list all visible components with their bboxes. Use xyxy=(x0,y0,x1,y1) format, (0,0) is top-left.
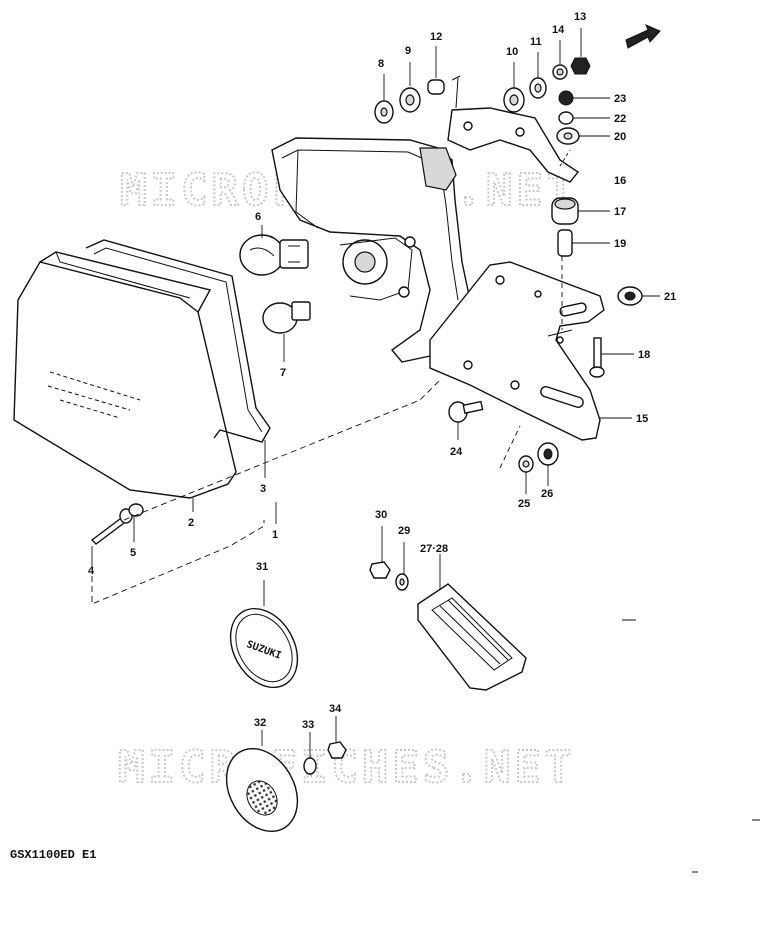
label-22: 22 xyxy=(614,113,626,125)
label-27-28: 27·28 xyxy=(420,543,448,555)
round-reflector-32 xyxy=(225,747,299,833)
washer-5 xyxy=(128,503,144,517)
label-2: 2 xyxy=(188,517,194,529)
nut-30 xyxy=(369,561,391,579)
leader-lines xyxy=(91,28,660,758)
label-6: 6 xyxy=(255,211,261,223)
label-21: 21 xyxy=(664,291,676,303)
screw-4 xyxy=(90,508,133,545)
label-30: 30 xyxy=(375,509,387,521)
label-25: 25 xyxy=(518,498,530,510)
label-24: 24 xyxy=(450,446,463,458)
label-1: 1 xyxy=(272,529,278,541)
washer-22 xyxy=(558,111,574,125)
label-16: 16 xyxy=(614,175,626,187)
label-8: 8 xyxy=(378,58,384,70)
front-arrow-icon xyxy=(625,24,661,49)
label-18: 18 xyxy=(638,349,650,361)
bolt-18 xyxy=(589,337,605,378)
bulb-6 xyxy=(239,234,309,276)
washer-20 xyxy=(556,127,580,145)
label-7: 7 xyxy=(280,367,286,379)
label-20: 20 xyxy=(614,131,626,143)
nut-26 xyxy=(537,442,559,466)
nut-34 xyxy=(327,741,347,759)
label-33: 33 xyxy=(302,719,314,731)
label-11: 11 xyxy=(530,36,542,48)
label-17: 17 xyxy=(614,206,626,218)
model-code: GSX1100ED E1 xyxy=(10,848,97,862)
reflector-27-28 xyxy=(417,583,527,691)
label-10: 10 xyxy=(506,46,518,58)
washer-8 xyxy=(374,100,394,124)
label-5: 5 xyxy=(130,547,136,559)
washer-25 xyxy=(518,455,534,473)
label-34: 34 xyxy=(329,703,342,715)
label-23: 23 xyxy=(614,93,626,105)
label-12: 12 xyxy=(430,31,442,43)
bolt-24 xyxy=(448,400,484,423)
nut-23 xyxy=(558,90,574,106)
washer-29 xyxy=(395,573,409,591)
label-9: 9 xyxy=(405,45,411,57)
emblem-31: SUZUKI xyxy=(229,607,299,689)
spacer-12 xyxy=(427,79,445,95)
label-15: 15 xyxy=(636,413,648,425)
upper-bracket xyxy=(447,75,580,183)
washer-10 xyxy=(503,87,525,113)
label-32: 32 xyxy=(254,717,266,729)
label-31: 31 xyxy=(256,561,268,573)
tail-light-housing xyxy=(271,137,471,363)
cushion-17 xyxy=(551,197,579,225)
label-13: 13 xyxy=(574,11,586,23)
label-19: 19 xyxy=(614,238,626,250)
label-26: 26 xyxy=(541,488,553,500)
label-14: 14 xyxy=(552,24,565,36)
part-labels: 8 9 12 10 11 14 13 23 22 20 16 17 19 21 … xyxy=(88,11,676,731)
washer-11 xyxy=(529,77,547,99)
label-29: 29 xyxy=(398,525,410,537)
license-bracket xyxy=(429,261,605,441)
watermark-bottom: MICROFICHES.NET xyxy=(118,742,575,793)
lens-gasket xyxy=(85,239,271,443)
nut-14 xyxy=(552,64,568,80)
washer-33 xyxy=(303,757,317,775)
bulb-7 xyxy=(262,301,311,334)
nut-13 xyxy=(570,57,591,75)
grommet-21 xyxy=(617,286,643,306)
label-4: 4 xyxy=(88,565,95,577)
label-3: 3 xyxy=(260,483,266,495)
tail-lens xyxy=(13,251,237,499)
washer-9 xyxy=(399,87,421,113)
collar-19 xyxy=(557,229,573,257)
